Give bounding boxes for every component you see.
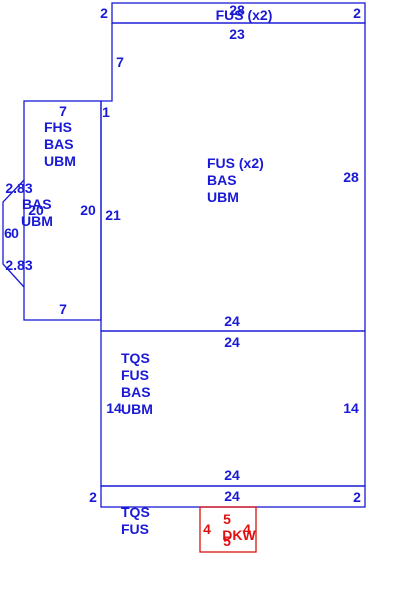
- bay-upper-diag-dim: 2.83: [5, 180, 32, 196]
- bottom-strip-left-dim: 2: [89, 489, 97, 505]
- bottom-strip-label-1: TQS: [121, 504, 150, 520]
- left-wing-label-1: FHS: [44, 119, 72, 135]
- lower-block-right-dim: 14: [343, 400, 359, 416]
- bay-inner-dim: 20: [28, 202, 44, 218]
- deck-label: DKW: [222, 527, 256, 543]
- bay-lower-diag-dim: 2.83: [5, 257, 32, 273]
- left-wing-corner-dim: 1: [102, 104, 110, 120]
- left-wing-top-dim: 7: [59, 103, 67, 119]
- lower-block-label-3: BAS: [121, 384, 151, 400]
- deck-right-dim: 4: [243, 521, 251, 537]
- lower-block-top-dim: 24: [224, 334, 240, 350]
- top-strip-right-dim: 2: [353, 5, 361, 21]
- left-wing-bottom-dim: 7: [59, 301, 67, 317]
- deck-bottom-dim: 5: [223, 533, 231, 549]
- bay-outline: [2, 179, 25, 288]
- deck-outline: [199, 506, 257, 553]
- bottom-strip-top-dim: 24: [224, 488, 240, 504]
- main-block-label-3: UBM: [207, 189, 239, 205]
- left-wing-outline: [23, 100, 102, 321]
- lower-block-label-1: TQS: [121, 350, 150, 366]
- lower-block-bottom-dim: 24: [224, 467, 240, 483]
- bay-width-dim: 0: [11, 225, 19, 241]
- left-wing-right-dim: 20: [80, 202, 96, 218]
- main-block-bottom-dim: 24: [224, 313, 240, 329]
- main-block-left-dim: 21: [105, 207, 121, 223]
- deck-top-dim: 5: [223, 511, 231, 527]
- main-block-label-2: BAS: [207, 172, 237, 188]
- top-strip-label: FUS (x2): [216, 7, 273, 23]
- top-strip-bottom-dim: 23: [229, 26, 245, 42]
- lower-block-label-2: FUS: [121, 367, 149, 383]
- main-block-right-dim: 28: [343, 169, 359, 185]
- top-strip-top-dim: 28: [229, 2, 245, 18]
- lower-block-label-4: UBM: [121, 401, 153, 417]
- deck-left-dim: 4: [203, 521, 211, 537]
- left-wing-label-2: BAS: [44, 136, 74, 152]
- top-strip-left-dim: 2: [100, 5, 108, 21]
- left-wing-label-3: UBM: [44, 153, 76, 169]
- bottom-strip-right-dim: 2: [353, 489, 361, 505]
- bay-label-1: BAS: [22, 196, 52, 212]
- main-block-label-1: FUS (x2): [207, 155, 264, 171]
- bay-label-2: UBM: [21, 213, 53, 229]
- bottom-strip-label-2: FUS: [121, 521, 149, 537]
- bay-front-dim: 6: [4, 225, 12, 241]
- main-block-step-dim: 7: [116, 54, 124, 70]
- lower-block-left-dim: 14: [106, 400, 122, 416]
